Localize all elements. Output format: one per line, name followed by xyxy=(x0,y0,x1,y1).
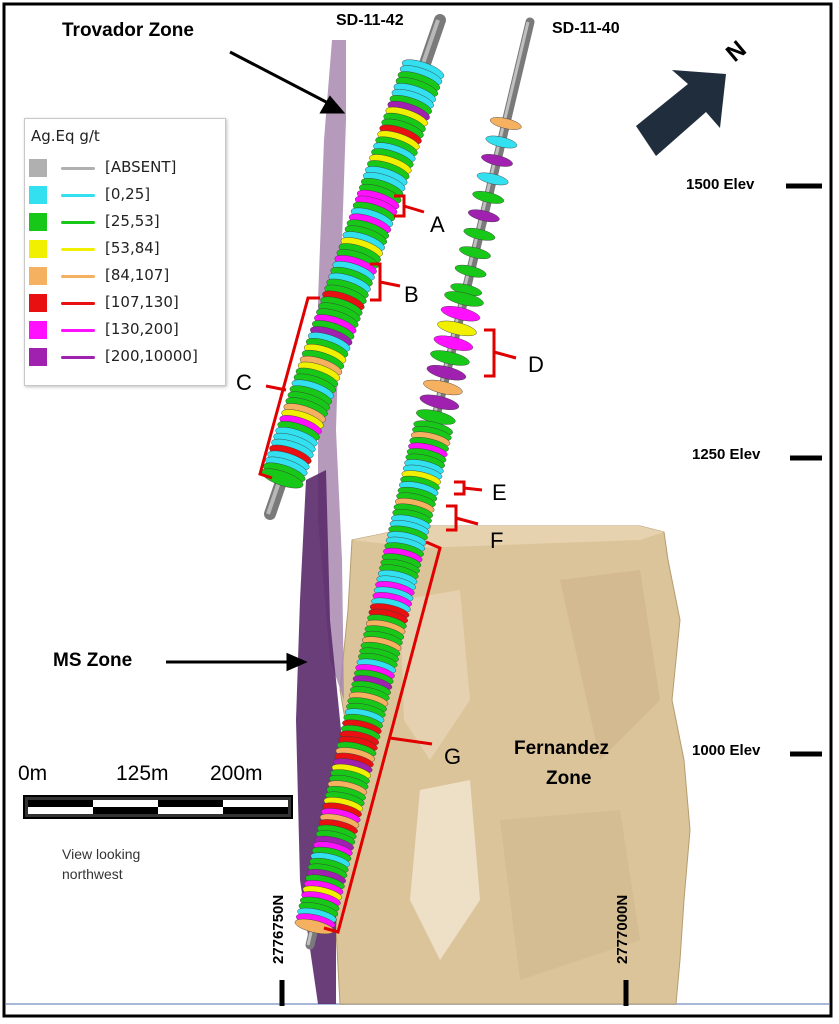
legend-range-label: [25,53] xyxy=(105,212,160,230)
legend-item: [130,200] xyxy=(29,319,225,341)
northing-label-2777000: 2777000N xyxy=(614,894,631,964)
legend-swatch xyxy=(29,240,47,258)
legend-item: [84,107] xyxy=(29,265,225,287)
interval-label-c: C xyxy=(236,370,252,395)
assay-ring xyxy=(437,320,477,337)
legend-swatch xyxy=(29,348,47,366)
legend-range-label: [53,84] xyxy=(105,239,160,257)
legend-panel: Ag.Eq g/t [ABSENT] [0,25] [25,53] [53,84] [8… xyxy=(24,118,226,386)
trovador-zone-label: Trovador Zone xyxy=(62,20,194,41)
bracket-e xyxy=(454,480,483,496)
assay-ring xyxy=(485,135,518,149)
legend-range-label: [0,25] xyxy=(105,185,151,203)
northing-ticks xyxy=(279,980,629,1006)
assay-ring xyxy=(426,365,467,381)
fernandez-zone-body xyxy=(335,525,691,1005)
scale-tick-200: 200m xyxy=(210,762,263,785)
view-note-line2: northwest xyxy=(62,866,123,882)
bracket-g xyxy=(323,540,442,934)
legend-range-label: [84,107] xyxy=(105,266,170,284)
assay-ring xyxy=(419,394,460,410)
assay-ring xyxy=(489,117,522,130)
legend-swatch xyxy=(29,294,47,312)
elev-label-1500: 1500 Elev xyxy=(686,176,755,193)
fernandez-zone-label-1: Fernandez xyxy=(514,738,610,759)
bracket-b xyxy=(370,262,401,302)
scale-tick-0: 0m xyxy=(18,762,48,785)
hole-label-sd-11-42: SD-11-42 xyxy=(336,12,404,29)
legend-item: [ABSENT] xyxy=(29,157,225,179)
legend-swatch xyxy=(29,267,47,285)
legend-line xyxy=(61,194,95,197)
scale-bar xyxy=(23,795,293,819)
legend-line xyxy=(61,248,95,251)
interval-label-d: D xyxy=(528,352,544,377)
assay-ring xyxy=(423,379,463,396)
legend-swatch xyxy=(29,321,47,339)
legend-item: [0,25] xyxy=(29,184,225,206)
legend-line xyxy=(61,356,95,359)
interval-label-g: G xyxy=(444,744,462,769)
northing-label-2776750: 2776750N xyxy=(270,894,287,964)
assay-ring xyxy=(433,335,474,351)
assay-ring xyxy=(444,291,484,307)
ms-zone-label: MS Zone xyxy=(53,650,133,671)
legend-item: [200,10000] xyxy=(29,346,225,368)
legend-line xyxy=(61,302,95,305)
legend-line xyxy=(61,167,95,170)
elev-label-1250: 1250 Elev xyxy=(692,446,761,463)
legend-line xyxy=(61,329,95,332)
assay-ring xyxy=(430,350,470,366)
scale-tick-125: 125m xyxy=(116,762,169,785)
assay-ring xyxy=(463,227,496,241)
view-note-line1: View looking xyxy=(62,846,141,862)
elevation-ticks xyxy=(786,183,822,757)
legend-swatch xyxy=(29,213,47,231)
drillhole-sd-11-40 xyxy=(294,17,535,950)
legend-item: [53,84] xyxy=(29,238,225,260)
legend-item: [25,53] xyxy=(29,211,225,233)
drillhole-sd-11-42 xyxy=(261,14,446,520)
interval-label-b: B xyxy=(404,282,419,307)
zone-arrows xyxy=(166,50,346,672)
assay-ring xyxy=(440,306,481,322)
legend-range-label: [107,130] xyxy=(105,293,179,311)
legend-line xyxy=(61,221,95,224)
interval-label-f: F xyxy=(490,528,504,553)
interval-brackets xyxy=(258,194,517,934)
hole-label-sd-11-40: SD-11-40 xyxy=(552,20,620,37)
fernandez-zone-label-2: Zone xyxy=(546,768,592,789)
legend-swatch xyxy=(29,159,47,177)
bracket-f xyxy=(446,504,479,532)
bracket-c xyxy=(258,296,320,480)
bracket-a xyxy=(394,194,425,218)
assay-ring xyxy=(467,209,500,223)
assay-ring xyxy=(472,191,505,204)
assay-ring xyxy=(454,264,487,278)
legend-item: [107,130] xyxy=(29,292,225,314)
elev-label-1000: 1000 Elev xyxy=(692,742,761,759)
legend-range-label: [200,10000] xyxy=(105,347,198,365)
legend-range-label: [130,200] xyxy=(105,320,179,338)
bracket-d xyxy=(484,328,517,378)
legend-range-label: [ABSENT] xyxy=(105,158,177,176)
interval-label-a: A xyxy=(430,212,445,237)
assay-ring xyxy=(481,154,513,167)
legend-swatch xyxy=(29,186,47,204)
assay-ring xyxy=(476,172,509,186)
legend-line xyxy=(61,275,95,278)
legend-title: Ag.Eq g/t xyxy=(31,127,100,145)
interval-label-e: E xyxy=(492,480,507,505)
north-arrow xyxy=(636,70,726,156)
assay-ring xyxy=(459,246,491,260)
